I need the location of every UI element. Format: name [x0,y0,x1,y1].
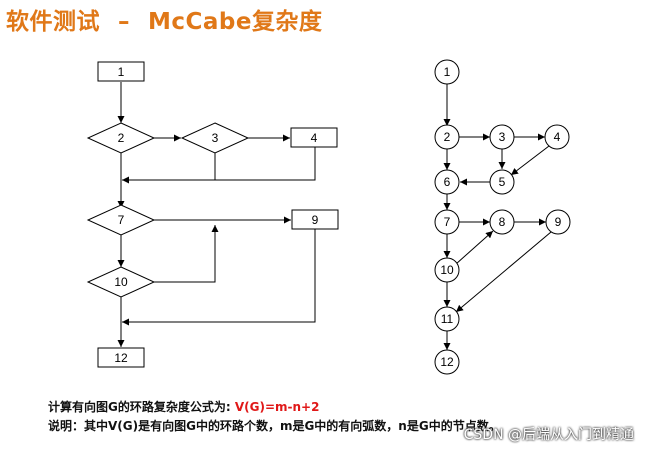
flowgraph: 1 2 3 4 5 6 7 8 9 10 11 12 [434,59,571,375]
fc-node-1-label: 1 [118,65,125,79]
fc-edge-9-back [122,229,316,326]
fc-node-7-label: 7 [118,213,125,227]
fc-node-4-label: 4 [311,131,318,145]
fc-node-12-label: 12 [114,351,128,365]
fg-node-12-label: 12 [440,355,454,369]
formula-line: 计算有向图G的环路复杂度公式为: V(G)=m-n+2 [48,398,319,415]
fg-node-10-label: 10 [440,263,454,277]
fc-node-7-diamond [86,204,156,236]
fg-node-8-circle [489,209,515,235]
fg-node-2-label: 2 [444,130,451,144]
page-title: 软件测试–McCabe复杂度 [6,2,322,36]
note-line: 说明：其中V(G)是有向图G中的环路个数，m是G中的有向弧数，n是G中的节点数。 [48,419,501,433]
title-main: McCabe复杂度 [148,9,323,35]
fg-node-11-circle [434,306,460,332]
formula: V(G)=m-n+2 [234,400,320,414]
fg-node-8-label: 8 [499,215,506,229]
fc-node-4-box [290,127,338,148]
fg-node-12-circle [434,349,460,375]
fg-node-1-circle [434,59,460,85]
fc-node-9-label: 9 [312,213,319,227]
fg-node-7-label: 7 [444,215,451,229]
fc-edge-10-up [153,225,219,283]
fc-edge-4-back [122,147,316,184]
fg-node-3-circle [489,124,515,150]
fg-node-2-circle [434,124,460,150]
fc-node-12-box [97,347,145,368]
fg-node-10-circle [434,257,460,283]
fg-node-9-label: 9 [555,215,562,229]
fg-node-11-label: 11 [441,312,454,326]
fc-node-3-label: 3 [212,131,219,145]
fg-node-5-circle [489,169,515,195]
fg-node-4-label: 4 [554,130,561,144]
fg-node-6-label: 6 [444,175,451,189]
watermark: CSDN @后端从入门到精通 [463,427,634,443]
fg-edge-9-11 [455,231,552,313]
fc-node-10-diamond [86,266,156,298]
fg-node-4-circle [544,124,570,150]
flowchart: 1 2 3 4 7 9 10 12 [86,61,339,368]
fg-node-1-label: 1 [444,65,451,79]
title-prefix: 软件测试 [6,9,100,35]
fc-node-2-diamond [86,122,156,154]
fg-node-9-circle [545,209,571,235]
fg-node-5-label: 5 [499,175,506,189]
formula-label: 计算有向图G的环路复杂度公式为: [48,400,231,414]
fc-node-1-box [97,61,145,82]
fc-node-3-diamond [180,122,250,154]
fc-node-10-label: 10 [114,275,128,289]
fc-node-9-box [291,209,339,230]
fg-edge-4-5 [510,145,550,176]
fc-node-2-label: 2 [118,131,125,145]
fg-node-7-circle [434,209,460,235]
fg-node-6-circle [434,169,460,195]
title-dash: – [118,9,130,35]
fg-node-3-label: 3 [499,130,506,144]
fg-edge-10-8 [455,230,494,265]
